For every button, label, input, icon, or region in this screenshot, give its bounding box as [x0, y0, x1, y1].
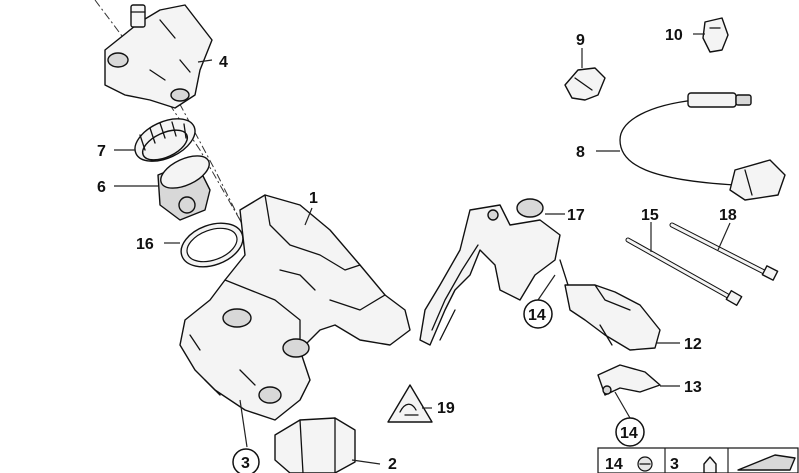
callout-15[interactable]: 15 — [641, 207, 659, 224]
callout-4[interactable]: 4 — [219, 54, 228, 71]
arrow-shape-icon — [737, 454, 796, 471]
callout-12[interactable]: 12 — [684, 336, 702, 353]
callout-16[interactable]: 16 — [136, 236, 154, 253]
part-18-cable-tie[interactable] — [669, 222, 779, 281]
small-screw-icon — [637, 456, 653, 472]
part-6-lock-cylinder[interactable] — [156, 149, 214, 221]
leader-4 — [197, 59, 213, 63]
callout-14b: 14 — [620, 425, 638, 442]
callout-13[interactable]: 13 — [684, 379, 702, 396]
part-8-cable[interactable] — [619, 92, 786, 201]
callout-14a-circle[interactable]: 14 — [523, 299, 553, 329]
part-17-lever-bracket[interactable] — [419, 198, 561, 346]
bolt[interactable] — [130, 4, 146, 28]
callout-19[interactable]: 19 — [437, 400, 455, 417]
callout-3: 3 — [241, 455, 250, 472]
part-19-warning-label[interactable] — [387, 384, 433, 423]
legend-box: 14 3 — [597, 447, 799, 473]
callout-9[interactable]: 9 — [576, 32, 585, 49]
leader-2 — [351, 459, 381, 465]
callout-18[interactable]: 18 — [719, 207, 737, 224]
callout-14b-circle[interactable]: 14 — [615, 417, 645, 447]
callout-6[interactable]: 6 — [97, 179, 106, 196]
part-4-bracket[interactable] — [104, 4, 213, 109]
callout-17[interactable]: 17 — [567, 207, 585, 224]
small-nut-icon — [703, 456, 717, 473]
part-13-clip[interactable] — [597, 364, 661, 396]
callout-10[interactable]: 10 — [665, 27, 683, 44]
part-12-connector[interactable] — [559, 259, 661, 351]
legend-label-14: 14 — [605, 456, 623, 473]
part-10-clip[interactable] — [702, 17, 729, 53]
leader-14b — [614, 391, 631, 419]
callout-14a: 14 — [528, 307, 546, 324]
part-16-o-ring[interactable] — [175, 215, 249, 274]
callout-7[interactable]: 7 — [97, 143, 106, 160]
callout-8[interactable]: 8 — [576, 144, 585, 161]
part-2-ignition-switch[interactable] — [274, 417, 356, 473]
part-9-clip[interactable] — [564, 67, 606, 101]
leader-1 — [304, 207, 313, 226]
part-1-column-housing[interactable] — [179, 194, 411, 421]
callout-1[interactable]: 1 — [309, 190, 318, 207]
legend-label-3: 3 — [670, 456, 679, 473]
leader-18 — [717, 222, 731, 251]
leader-14a — [537, 274, 556, 301]
callout-2[interactable]: 2 — [388, 456, 397, 473]
part-7-ring[interactable] — [128, 110, 201, 170]
leader-3 — [239, 399, 248, 448]
callout-3-circle[interactable]: 3 — [232, 448, 260, 473]
part-15-cable-tie[interactable] — [625, 237, 743, 307]
